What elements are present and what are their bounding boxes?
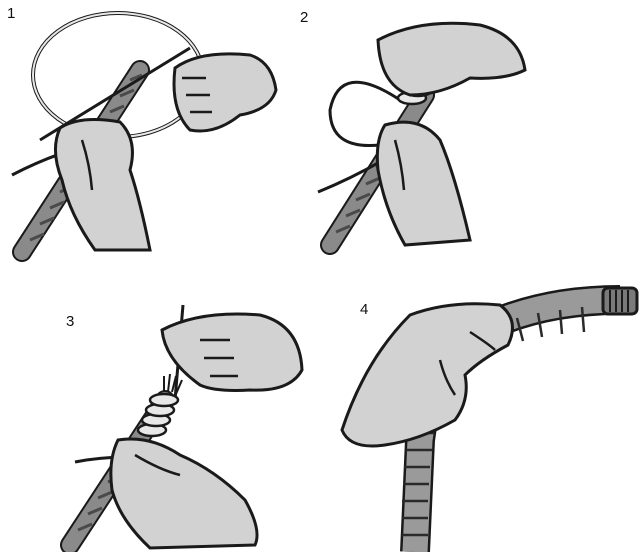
- step-3-number: 3: [66, 314, 74, 329]
- step-2-number: 2: [300, 10, 308, 25]
- step-4-number: 4: [360, 302, 368, 317]
- left-hand: [55, 120, 150, 250]
- right-hand: [174, 54, 276, 131]
